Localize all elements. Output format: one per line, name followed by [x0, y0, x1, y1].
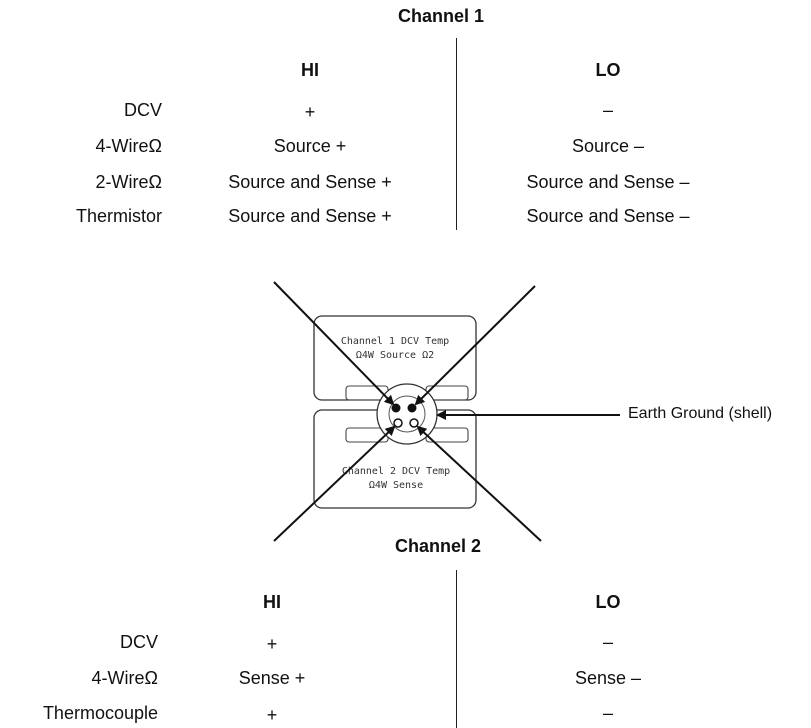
channel1-row-hi: Source and Sense + — [228, 206, 392, 226]
pointer-ch1-lo — [414, 285, 536, 406]
channel1-row-label: DCV — [123, 100, 162, 120]
connector-top-line2: Ω4W Source Ω2 — [356, 350, 434, 361]
pin-ch1-hi — [391, 403, 401, 413]
channel1-row-lo: Source – — [571, 136, 645, 156]
pointer-ch2-lo — [416, 425, 542, 542]
channel1-hi-header: HI — [301, 60, 319, 80]
channel2-row-lo: – — [602, 632, 613, 652]
pin-ch2-hi — [393, 418, 403, 428]
channel2-row-label: Thermocouple — [42, 703, 158, 723]
channel2-row-hi: Sense + — [238, 668, 306, 688]
connector-top-line1: Channel 1 DCV Temp — [341, 336, 449, 347]
channel2-row-hi: + — [266, 705, 278, 725]
channel1-row-lo: Source and Sense – — [526, 206, 690, 226]
channel2-hi-header: HI — [263, 592, 281, 612]
channel1-row-label: 2-WireΩ — [95, 172, 162, 192]
channel2-row-label: DCV — [119, 632, 158, 652]
channel1-title: Channel 1 — [398, 6, 485, 26]
channel1-lo-header: LO — [595, 60, 621, 80]
pointer-ch1-hi — [273, 281, 395, 406]
pin-ch1-lo — [407, 403, 417, 413]
channel2-row-hi: + — [266, 634, 278, 654]
channel2-row-lo: Sense – — [574, 668, 642, 688]
pointer-ch2-hi — [273, 425, 396, 542]
channel2-title: Channel 2 — [395, 536, 482, 556]
channel2-lo-header: LO — [595, 592, 621, 612]
channel2-row-lo: – — [602, 703, 613, 723]
channel1-row-hi: Source and Sense + — [228, 172, 392, 192]
pin-ch2-lo — [409, 418, 419, 428]
connector-bottom-line1: Channel 2 DCV Temp — [342, 466, 450, 477]
channel1-row-hi: + — [304, 102, 316, 122]
channel2-row-label: 4-WireΩ — [91, 668, 158, 688]
channel1-row-lo: – — [602, 100, 613, 120]
channel1-row-lo: Source and Sense – — [526, 172, 690, 192]
channel1-divider — [456, 38, 457, 230]
channel1-row-hi: Source + — [273, 136, 347, 156]
connector-bottom-line2: Ω4W Sense — [369, 480, 423, 491]
earth-ground-label: Earth Ground (shell) — [628, 405, 773, 422]
channel1-row-label: Thermistor — [75, 206, 162, 226]
channel2-divider — [456, 570, 457, 728]
channel1-row-label: 4-WireΩ — [95, 136, 162, 156]
